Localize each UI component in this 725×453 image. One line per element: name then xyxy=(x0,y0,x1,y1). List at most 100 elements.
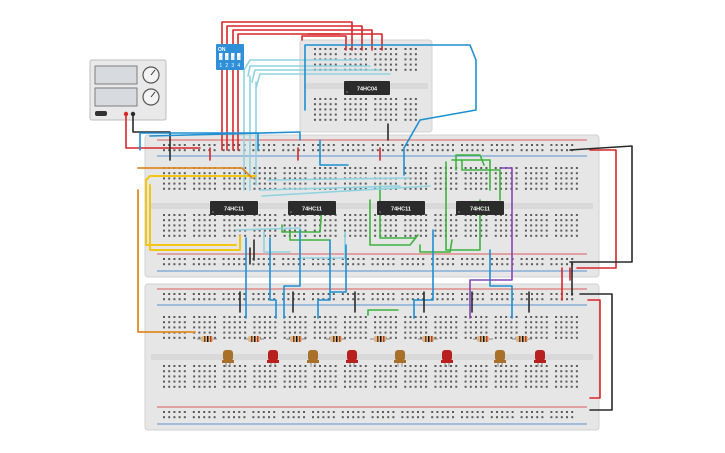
rail-hole xyxy=(560,149,563,152)
rail-hole xyxy=(376,258,379,260)
wire-yellow-2 xyxy=(145,179,237,246)
breadboard-hole xyxy=(334,365,337,367)
wire-green-3 xyxy=(369,199,419,246)
breadboard-hole xyxy=(183,234,186,237)
breadboard-hole xyxy=(349,103,352,106)
breadboard-hole xyxy=(304,167,307,169)
power-supply[interactable] xyxy=(89,59,167,121)
dip-switch-body[interactable] xyxy=(216,44,244,70)
rail-hole xyxy=(238,411,241,413)
rail-hole xyxy=(163,263,165,266)
dip-position-label: 2 xyxy=(225,63,228,69)
breadboard-hole xyxy=(304,219,307,222)
rail-hole xyxy=(198,263,200,266)
breadboard-hole xyxy=(394,385,397,388)
breadboard-hole xyxy=(364,53,367,56)
rail-hole xyxy=(452,411,454,413)
breadboard-hole xyxy=(233,385,236,388)
breadboard-hole xyxy=(244,172,247,175)
breadboard-hole xyxy=(404,234,407,237)
breadboard-hole xyxy=(294,229,297,232)
dip-toggle-1[interactable] xyxy=(219,53,223,60)
breadboard-hole xyxy=(263,187,266,190)
breadboard-hole xyxy=(419,229,422,232)
rail-hole xyxy=(496,416,498,419)
breadboard-hole xyxy=(419,331,422,334)
chip-body[interactable] xyxy=(210,201,258,215)
breadboard-hole xyxy=(213,172,216,175)
breadboard-hole xyxy=(434,321,437,324)
chip-74hc11-b[interactable]: 74HC11 xyxy=(288,201,336,215)
breadboard-hole xyxy=(208,177,211,180)
breadboard-hole xyxy=(354,214,357,216)
breadboard-hole xyxy=(354,326,357,329)
breadboard-hole xyxy=(394,219,397,222)
breadboard-hole xyxy=(455,316,458,318)
breadboard-hole xyxy=(324,219,327,222)
breadboard-hole xyxy=(475,370,477,373)
resistor-1 xyxy=(197,336,217,342)
chip-body[interactable] xyxy=(377,201,425,215)
breadboard-hole xyxy=(530,234,533,237)
dip-toggle-2[interactable] xyxy=(225,53,229,60)
rail-hole xyxy=(525,293,528,295)
breadboard-hole xyxy=(409,98,412,100)
breadboard-hole xyxy=(238,182,241,185)
rail-hole xyxy=(446,298,449,301)
chip-body[interactable] xyxy=(344,81,390,95)
breadboard-hole xyxy=(269,234,272,237)
rail-hole xyxy=(163,293,165,295)
breadboard-hole xyxy=(469,224,472,227)
rail-hole xyxy=(233,298,235,301)
chip-74hc11-d[interactable]: 74HC11 xyxy=(456,201,504,215)
rail-hole xyxy=(208,298,211,301)
breadboard-hole xyxy=(178,214,181,216)
power-switch[interactable] xyxy=(95,111,107,116)
rail-hole xyxy=(490,258,493,260)
breadboard-hole xyxy=(444,375,447,378)
rail-hole xyxy=(303,298,305,301)
breadboard-hole xyxy=(269,224,272,227)
breadboard-hole xyxy=(475,182,477,185)
rail-hole xyxy=(520,293,523,295)
rail-hole xyxy=(168,293,171,295)
breadboard-hole xyxy=(384,103,387,106)
rail-hole xyxy=(555,258,558,260)
breadboard-hole xyxy=(524,224,527,227)
breadboard-hole xyxy=(485,229,488,232)
breadboard-hole xyxy=(258,375,261,378)
chip-body[interactable] xyxy=(288,201,336,215)
rail-hole xyxy=(312,293,314,295)
breadboard-hole xyxy=(178,370,181,373)
breadboard-hole xyxy=(274,380,277,383)
chip-74hc04[interactable]: 74HC04 xyxy=(344,81,390,95)
dip-toggle-3[interactable] xyxy=(231,53,235,60)
breadboard-hole xyxy=(515,370,518,373)
rail-hole xyxy=(531,263,533,266)
breadboard-hole xyxy=(288,229,291,232)
chip-body[interactable] xyxy=(456,201,504,215)
rail-hole xyxy=(192,293,195,295)
rail-hole xyxy=(446,416,449,419)
rail-hole xyxy=(560,144,563,146)
breadboard-hole xyxy=(178,172,181,175)
dip-toggle-4[interactable] xyxy=(237,53,241,60)
breadboard-hole xyxy=(364,172,367,175)
wire-dip-1 xyxy=(221,21,353,59)
breadboard-hole xyxy=(510,380,513,383)
rail-hole xyxy=(471,416,474,419)
rail-hole xyxy=(476,258,479,260)
breadboard-hole xyxy=(425,182,428,185)
chip-74hc11-c[interactable]: 74HC11 xyxy=(377,201,425,215)
rail-hole xyxy=(357,263,360,266)
breadboard-hole xyxy=(168,182,171,185)
breadboard-hole xyxy=(223,182,226,185)
breadboard-hole xyxy=(394,224,397,227)
breadboard-hole xyxy=(384,375,387,378)
breadboard-hole xyxy=(334,321,337,324)
chip-74hc11-a[interactable]: 74HC11 xyxy=(210,201,258,215)
rail-hole xyxy=(401,258,404,260)
rail-hole xyxy=(392,416,395,419)
